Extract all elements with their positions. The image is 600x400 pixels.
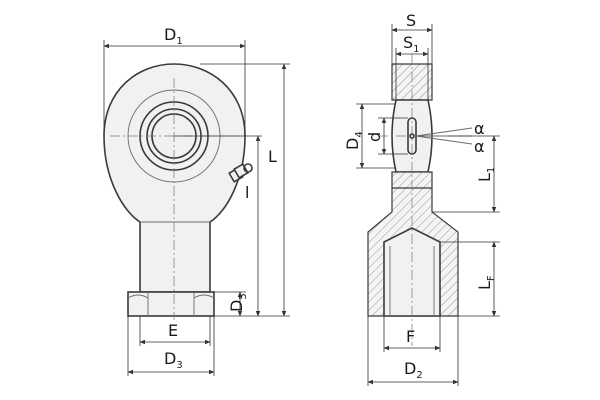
- dim-label-d1: D1: [164, 25, 183, 47]
- dim-label-d5: D5: [227, 293, 249, 312]
- front-view: D1 L l D5 E D3: [103, 25, 290, 376]
- dim-label-s1: S1: [403, 33, 420, 55]
- dim-label-f: F: [406, 327, 415, 346]
- dim-label-e: E: [168, 321, 178, 340]
- dim-label-d3: D3: [164, 349, 183, 371]
- dim-label-s: S: [406, 11, 416, 30]
- dim-label-l1: L1: [475, 167, 497, 182]
- dim-label-d: d: [365, 132, 384, 142]
- section-view: S S1 D4 d α α L1: [343, 11, 500, 386]
- dim-label-d2: D2: [404, 359, 423, 381]
- dim-label-d4: D4: [343, 131, 365, 150]
- dim-label-lf: LF: [475, 275, 497, 290]
- front-view-body-outline: [103, 63, 246, 293]
- dim-label-l-total: L: [268, 147, 277, 166]
- dim-label-alpha-bottom: α: [474, 137, 485, 156]
- grease-nipple: [228, 163, 253, 183]
- dim-label-alpha-top: α: [474, 119, 485, 138]
- dim-label-l-small: l: [245, 183, 249, 202]
